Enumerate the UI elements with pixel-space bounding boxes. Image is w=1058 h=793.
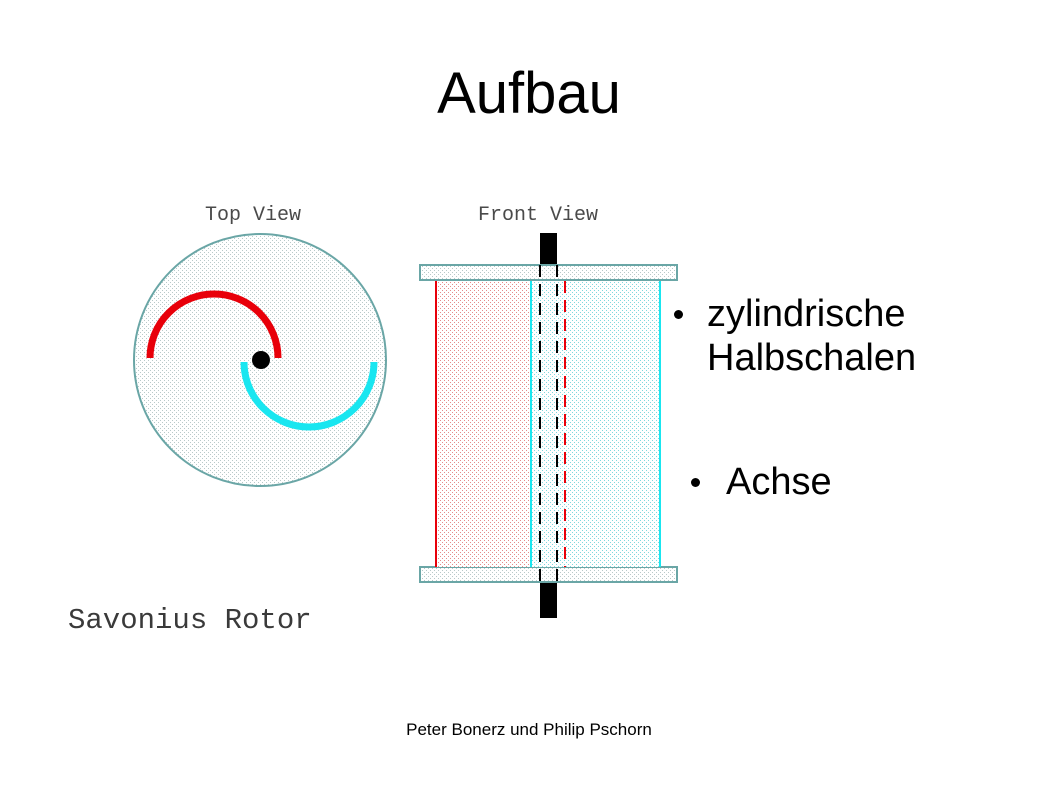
top-view <box>133 233 387 487</box>
cyan-half-shell <box>240 361 378 431</box>
red-half-shell <box>146 290 282 359</box>
diagram-caption: Savonius Rotor <box>68 604 312 637</box>
slide-footer: Peter Bonerz und Philip Pschorn <box>406 720 652 739</box>
bottom-end-plate <box>419 566 678 583</box>
axle-top <box>540 233 557 267</box>
red-half-shell-front <box>436 281 531 567</box>
slide-title: Aufbau <box>437 61 621 126</box>
top-view-label: Top View <box>205 204 301 227</box>
front-view <box>419 233 678 618</box>
top-end-plate <box>419 264 678 281</box>
front-view-label: Front View <box>478 204 598 227</box>
axle-bottom <box>540 582 557 618</box>
cyan-half-shell-front <box>531 281 660 567</box>
axle-dot <box>252 351 270 369</box>
